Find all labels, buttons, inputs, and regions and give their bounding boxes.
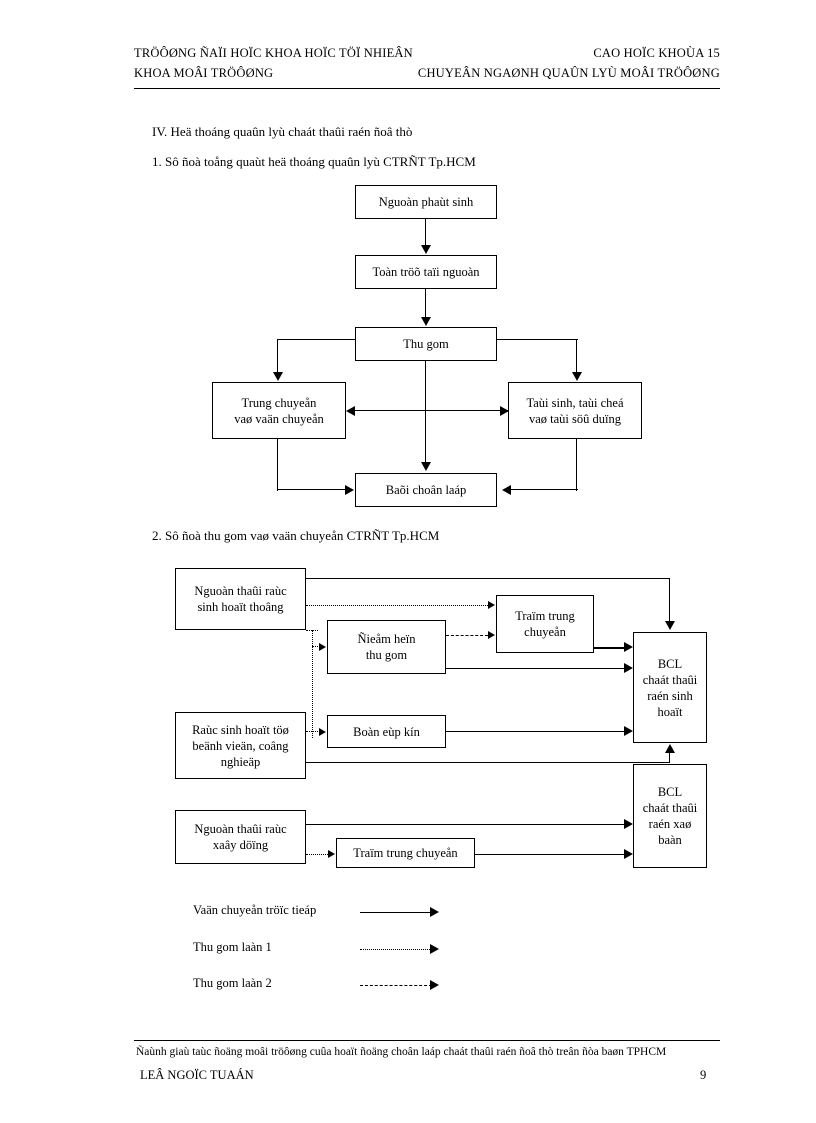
d2-box-landfill-construction: BCL chaát thaûi raén xaø baàn (633, 764, 707, 868)
legend-label-collection-2: Thu gom laàn 2 (193, 976, 272, 990)
d1-arrow-transfer-recycle-line (352, 410, 512, 412)
legend-label-collection-1: Thu gom laàn 1 (193, 940, 272, 954)
d1-arrow-onsite-collect-head (421, 317, 431, 326)
d2-arrow-domestic-point-head (319, 643, 326, 651)
d1-arrow-transfer-landfill-v (277, 439, 279, 491)
d2-arrow-hospital-direct-h (306, 762, 670, 764)
d2-arrow-construction-station-dotted (306, 854, 328, 855)
d2-arrow-point-landfill-head (624, 663, 633, 673)
d2-arrow-construction-direct-line (306, 824, 627, 826)
header-cohort: CAO HOÏC KHOÙA 15 (593, 46, 720, 60)
d1-arrow-collect-recycle-v (576, 339, 578, 373)
d1-arrow-onsite-collect-line (425, 289, 427, 318)
d2-dotted-spine-entry (306, 630, 318, 631)
d1-arrow-collect-recycle-h (496, 339, 578, 341)
header-faculty: KHOA MOÂI TRÖÔØNG (134, 66, 274, 80)
footer-thesis-title: Ñaùnh giaù taùc ñoäng moâi tröôøng cuûa … (136, 1046, 667, 1058)
d2-arrow-hospital-container-dotted (306, 731, 320, 732)
d1-box-transfer-transport: Trung chuyeån vaø vaän chuyeån (212, 382, 346, 439)
d2-arrow-domestic-station-head (488, 601, 495, 609)
d1-arrow-collect-recycle-head (572, 372, 582, 381)
d2-arrow-point-landfill-line (446, 668, 627, 670)
d2-arrow-domestic-point-dotted (312, 646, 320, 647)
d2-box-source-construction: Nguoàn thaûi raùc xaây döïng (175, 810, 306, 864)
d2-arrow-construction-station-head (328, 850, 335, 858)
d1-arrow-source-onsite-head (421, 245, 431, 254)
d2-box-source-hospital-industry: Raùc sinh hoaït töø beänh vieän, coâng n… (175, 712, 306, 779)
d1-arrow-recycle-to-transfer-head (346, 406, 355, 416)
d1-arrow-collect-transfer-v (277, 339, 279, 373)
legend-arrow-collection-2 (430, 980, 439, 990)
d2-box-sealed-container: Boàn eùp kín (327, 715, 446, 748)
d2-box-source-domestic: Nguoàn thaûi raùc sinh hoaït thoâng (175, 568, 306, 630)
d1-arrow-transfer-landfill-h (277, 489, 347, 491)
d2-box-transfer-station-top: Traïm trung chuyeån (496, 595, 594, 653)
d1-arrow-collect-transfer-head (273, 372, 283, 381)
header-major: CHUYEÂN NGAØNH QUAÛN LYÙ MOÂI TRÖÔØNG (417, 66, 720, 80)
legend-arrow-collection-1 (430, 944, 439, 954)
d1-arrow-recycle-landfill-h (508, 489, 578, 491)
footer-author: LEÂ NGOÏC TUAÁN (140, 1068, 254, 1082)
legend-arrow-direct (430, 907, 439, 917)
heading-subsection-2: 2. Sô ñoà thu gom vaø vaän chuyeån CTRÑT… (152, 528, 440, 543)
d1-arrow-collect-landfill-line (425, 361, 427, 463)
legend-line-direct (360, 912, 432, 914)
d1-box-landfill: Baõi choân laáp (355, 473, 497, 507)
d1-arrow-collect-transfer-h (277, 339, 356, 341)
header-divider (134, 88, 720, 89)
d1-arrow-recycle-landfill-v (576, 439, 578, 491)
d2-arrow-station-bottom-landfill-head (624, 849, 633, 859)
d1-arrow-source-onsite-line (425, 219, 427, 246)
d2-arrow-hospital-direct-head (665, 744, 675, 753)
header-university: TRÖÔØNG ÑAÏI HOÏC KHOA HOÏC TÖÏ NHIEÂN (134, 46, 413, 60)
d2-dotted-spine (312, 630, 313, 738)
d2-arrow-domestic-direct-h (306, 578, 670, 580)
d1-arrow-collect-landfill-head (421, 462, 431, 471)
d2-arrow-domestic-direct-head (665, 621, 675, 630)
d2-arrow-domestic-station-dotted (306, 605, 488, 606)
heading-subsection-1: 1. Sô ñoà toång quaùt heä thoáng quaûn l… (152, 154, 476, 169)
d1-box-onsite-storage: Toàn tröõ taïi nguoàn (355, 255, 497, 289)
d2-arrow-station-landfill-head (624, 642, 633, 652)
d2-box-landfill-domestic: BCL chaát thaûi raén sinh hoaït (633, 632, 707, 743)
d1-arrow-recycle-landfill-head (502, 485, 511, 495)
d1-box-source: Nguoàn phaùt sinh (355, 185, 497, 219)
d2-arrow-station-bottom-landfill-line (475, 854, 627, 856)
d2-arrow-point-station-head (488, 631, 495, 639)
d2-box-collection-point: Ñieåm heïn thu gom (327, 620, 446, 674)
header-row-1: TRÖÔØNG ÑAÏI HOÏC KHOA HOÏC TÖÏ NHIEÂN C… (134, 46, 720, 66)
d2-box-transfer-station-bottom: Traïm trung chuyeån (336, 838, 475, 868)
d1-box-collection: Thu gom (355, 327, 497, 361)
d1-box-recycle-reuse: Taùi sinh, taùi cheá vaø taùi söû duïng (508, 382, 642, 439)
d2-arrow-domestic-direct-v (669, 578, 671, 622)
legend-line-collection-2 (360, 985, 432, 986)
d2-arrow-point-station-dashed (446, 635, 488, 636)
d1-arrow-transfer-to-recycle-head (500, 406, 509, 416)
legend-label-direct: Vaän chuyeån tröïc tieáp (193, 903, 317, 917)
d2-arrow-station-landfill-line (594, 647, 627, 650)
d2-arrow-container-landfill-head (624, 726, 633, 736)
footer-divider (134, 1040, 720, 1041)
d2-arrow-hospital-direct-v (669, 752, 671, 763)
d2-arrow-construction-direct-head (624, 819, 633, 829)
header-row-2: KHOA MOÂI TRÖÔØNG CHUYEÂN NGAØNH QUAÛN L… (134, 66, 720, 86)
d1-arrow-transfer-landfill-head (345, 485, 354, 495)
legend-line-collection-1 (360, 949, 432, 950)
d2-arrow-container-landfill-line (446, 731, 627, 733)
page-header: TRÖÔØNG ÑAÏI HOÏC KHOA HOÏC TÖÏ NHIEÂN C… (134, 46, 720, 86)
heading-section-iv: IV. Heä thoáng quaûn lyù chaát thaûi raé… (152, 124, 413, 139)
page-number: 9 (700, 1068, 707, 1082)
d2-arrow-hospital-container-head (319, 728, 326, 736)
